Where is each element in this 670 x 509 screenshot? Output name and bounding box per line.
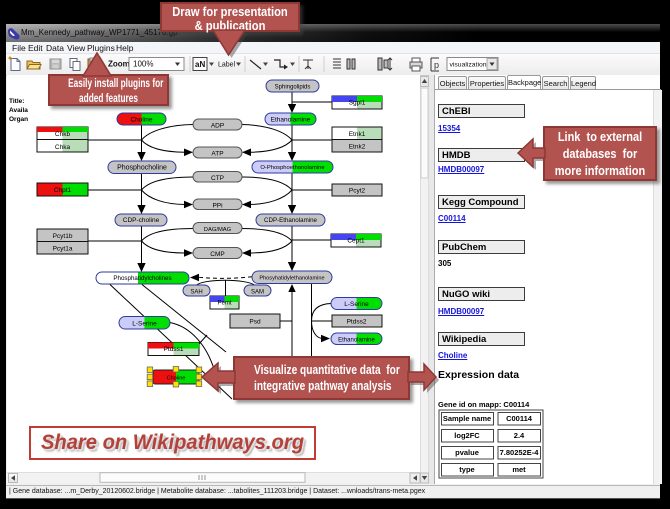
svg-text:7.80252E-4: 7.80252E-4 [500, 448, 540, 457]
svg-text:type: type [459, 465, 474, 474]
svg-text:log2FC: log2FC [454, 431, 480, 440]
svg-text:2.4: 2.4 [514, 431, 525, 440]
svg-text:Sample name: Sample name [443, 414, 491, 423]
svg-text:met: met [512, 465, 526, 474]
svg-text:C00114: C00114 [506, 414, 533, 423]
svg-text:pvalue: pvalue [455, 448, 479, 457]
svg-text:visualization: visualization [450, 62, 487, 69]
svg-text:p: p [434, 60, 439, 70]
svg-text:100%: 100% [133, 60, 153, 69]
svg-text:Label: Label [218, 62, 236, 69]
svg-text:aN: aN [195, 60, 205, 69]
svg-text:Zoom:: Zoom: [108, 60, 132, 69]
